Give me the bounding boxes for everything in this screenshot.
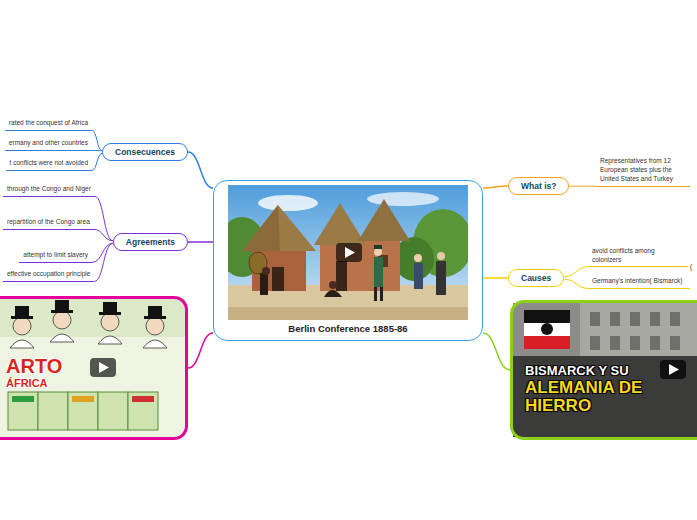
topic-label: Consecuences [115,147,175,158]
leaf-topic: rated the conquest of Africa [5,119,92,131]
thumbnail-caption: ARTO [6,355,179,377]
topic-label: What is? [521,181,556,192]
branch-line [483,333,510,370]
central-title: Berlin Conference 1885-86 [224,323,472,334]
video-thumbnail: ARTOÁFRICA [0,296,188,440]
thumbnail-caption: BISMARCK Y SU [525,363,693,379]
leaf-label: Representatives from 12 European states … [600,157,684,183]
central-topic: Berlin Conference 1885-86 [213,180,483,341]
leaf-topic: t conflicts were not avoided [6,159,92,171]
video-thumbnail: BISMARCK Y SUALEMANIA DE HIERRO [510,300,697,440]
topic-box: Agreements [113,233,188,252]
branch-line [92,150,102,151]
branch-line [94,243,113,281]
leaf-topic: avoid conflicts among colonizers [588,247,688,268]
leaf-label: effective occupation principle [7,270,90,279]
leaf-label: Germany's intention( Bismarck) [592,277,686,286]
leaf-label: ermany and other countries [9,139,88,148]
leaf-label: through the Congo and Niger [7,185,91,194]
leaf-label: t conflicts were not avoided [10,159,88,168]
branch-line [92,130,102,150]
leaf-label: avoid conflicts among colonizers [592,247,664,265]
leaf-label: rated the conquest of Africa [9,119,88,128]
branch-line [483,277,508,279]
branch-line [92,153,102,170]
leaf-topic: effective occupation principle [3,270,94,282]
thumbnail-caption: ÁFRICA [6,377,179,390]
leaf-label: repartition of the Congo area [7,218,90,227]
topic-box: Causes [508,269,564,288]
branch-line [188,241,213,243]
village-illustration [228,185,468,320]
topic-label: Causes [521,273,551,284]
branch-line [483,186,508,188]
branch-line [94,229,113,240]
branch-line [95,196,113,240]
topic-label: Agreements [126,237,175,248]
stray-label: ( [690,263,692,270]
branch-line [188,333,213,368]
leaf-topic: ermany and other countries [5,139,92,151]
branch-line [564,279,588,288]
topic-box: What is? [508,177,569,196]
branch-line [564,267,588,277]
leaf-topic: repartition of the Congo area [3,218,94,230]
leaf-topic: through the Congo and Niger [3,185,95,197]
leaf-topic: Germany's intention( Bismarck) [588,277,690,289]
branch-line [92,243,113,262]
leaf-topic: attempt to limit slavery [19,251,92,263]
branch-line [569,186,596,187]
topic-box: Consecuences [102,143,188,162]
leaf-topic: Representatives from 12 European states … [596,157,690,186]
branch-line [188,152,213,188]
thumbnail-caption: ALEMANIA DE HIERRO [525,379,665,416]
leaf-label: attempt to limit slavery [23,251,88,260]
